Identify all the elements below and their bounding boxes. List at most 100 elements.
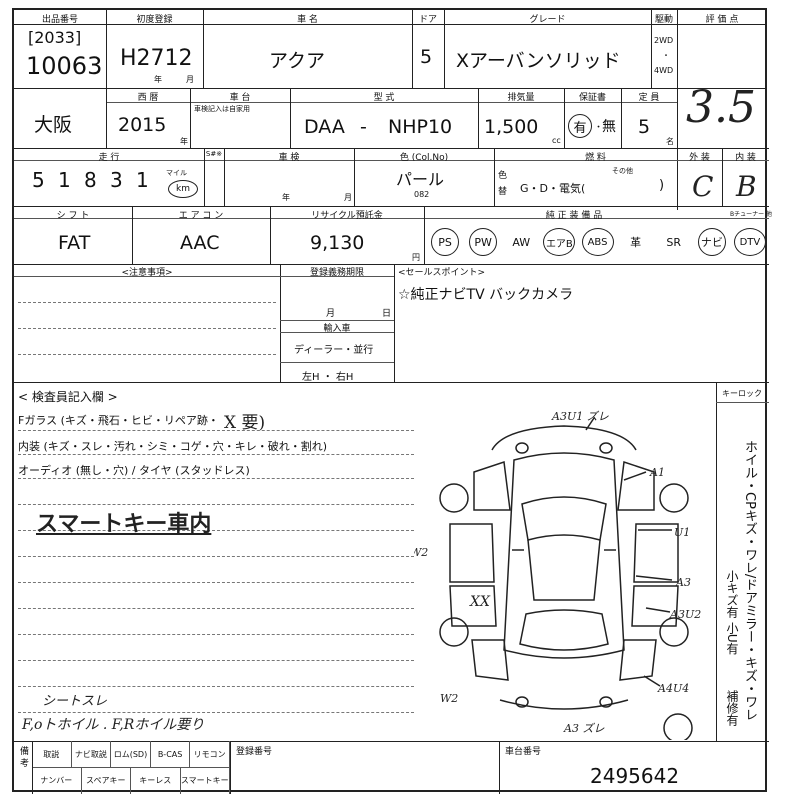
left-front-wheel <box>439 483 469 513</box>
mark-w2-bottom: W2 <box>440 692 458 705</box>
rear-bumper <box>499 699 629 710</box>
right-rear-wheel <box>659 617 689 647</box>
capacity: 5 <box>638 116 651 138</box>
mark-a3u1: A3U1 ズレ <box>551 410 609 423</box>
ac-value: AAC <box>180 232 220 254</box>
mark-xx: XX <box>469 594 491 610</box>
right-rear-door <box>631 585 679 627</box>
grade-label: グレード <box>529 15 566 25</box>
front-bumper <box>491 425 637 451</box>
footer-item: ナビ取説 <box>72 741 112 767</box>
glass-repair-mark: X 要) <box>224 413 266 433</box>
drive-label: 駆動 <box>654 15 673 25</box>
equipment-item: ABS <box>581 228 614 256</box>
rear-window <box>519 609 609 651</box>
row1-bottom-line <box>14 88 765 89</box>
chassis-no-label: 車台番号 <box>505 747 542 757</box>
footer-items-row2: ナンバースペアキーキーレススマートキー <box>32 767 230 794</box>
right-front-fender <box>617 460 655 511</box>
recycle-value: 9,130 <box>310 232 365 254</box>
sales-point: ☆純正ナビTV バックカメラ <box>398 287 574 303</box>
equipment-item: DTV <box>733 228 766 256</box>
left-rear-wheel <box>439 617 469 647</box>
equipment-item: エアB <box>543 228 576 256</box>
color-value: パール <box>396 170 445 189</box>
footer-item: スペアキー <box>82 767 131 794</box>
listing-no: 10063 <box>26 52 103 80</box>
inspection-title: < 検査員記入欄 > <box>18 390 118 404</box>
grade-value: Xアーバンソリッド <box>456 50 621 72</box>
sales-point-label: <セールスポイント> <box>398 268 486 278</box>
car-body <box>503 452 625 659</box>
spare-wheel <box>663 713 693 740</box>
left-front-door <box>449 523 495 583</box>
door-value: 5 <box>420 46 433 68</box>
repair-note: 補修有 <box>725 690 739 726</box>
mark-a1: A1 <box>649 466 665 479</box>
footer-item: 取説 <box>32 741 72 767</box>
score-label: 評 価 点 <box>705 15 739 25</box>
footer-item: B-CAS <box>151 741 191 767</box>
left-rear-fender <box>471 639 509 681</box>
listing-no-bracket: [2033] <box>28 28 82 47</box>
exterior-grade: C <box>692 170 714 203</box>
type-value: NHP10 <box>388 116 453 138</box>
shift-value: FAT <box>58 232 91 254</box>
small-scratch-note: 小キズ有 小U有 <box>725 570 739 655</box>
displacement: 1,500 <box>484 116 539 138</box>
caution-label: <注意事項> <box>121 268 173 278</box>
footer-item: リモコン <box>190 741 230 767</box>
right-rear-fender <box>619 639 657 681</box>
steering-side: 左H ・ 右H <box>302 372 354 383</box>
notes-label: 備 考 <box>18 746 28 767</box>
car-name-label: 車 名 <box>297 15 318 25</box>
mark-a3-bottom: A3 ズレ <box>563 722 604 735</box>
row1-header-line <box>14 24 765 25</box>
fuel-options: G・D・電気( <box>520 182 586 195</box>
region: 大阪 <box>34 114 73 136</box>
footer-item: スマートキー <box>181 767 230 794</box>
mark-a3u2: A3U2 <box>669 608 701 621</box>
equipment-item: PW <box>469 228 498 256</box>
seat-wear-note: シートスレ <box>42 694 108 709</box>
km-unit-circled: km <box>168 180 198 198</box>
footer-item: キーレス <box>131 767 181 794</box>
mileage-digit: 1 <box>58 168 71 192</box>
wheel-mirror-note: ホイル・CPキズ・ワレ/ドアミラー・キズ・ワレ <box>742 440 757 722</box>
wheel-note: F,oトホイル . F,Rホイル要り <box>22 717 205 733</box>
listing-no-label: 出品番号 <box>41 15 78 25</box>
equipment-item: ナビ <box>697 228 726 256</box>
equipment-item: SR <box>666 235 682 249</box>
first-reg-value: H2712 <box>120 46 193 71</box>
mark-w2-left: W2 <box>414 546 428 559</box>
keylock-label: キーロック <box>722 389 762 398</box>
mark-a3-right: A3 <box>675 576 691 589</box>
mileage-digit: 8 <box>84 168 97 192</box>
score-value: 3.5 <box>686 82 756 133</box>
footer-item: ナンバー <box>32 767 82 794</box>
model-year: 2015 <box>118 114 167 136</box>
right-front-wheel <box>659 483 689 513</box>
auction-sheet: 出品番号 [2033] 10063 初度登録 H2712 年 月 車 名 アクア… <box>12 8 772 794</box>
door-label: ドア <box>418 15 437 25</box>
windshield <box>521 496 607 541</box>
car-name: アクア <box>269 50 326 72</box>
mark-u1: U1 <box>674 526 690 539</box>
mileage-digit: 3 <box>110 168 123 192</box>
left-rear-door <box>449 585 497 627</box>
type-prefix: DAA <box>304 116 345 138</box>
chassis-no: 2495642 <box>590 764 680 788</box>
mark-a4u4: A4U4 <box>657 682 689 695</box>
reg-no-label: 登録番号 <box>236 747 273 757</box>
footer-item: ロム(SD) <box>111 741 151 767</box>
right-front-door <box>633 523 679 583</box>
first-reg-label: 初度登録 <box>136 15 173 25</box>
equipment-item: AW <box>512 235 531 249</box>
equipment-item: PS <box>431 228 460 256</box>
warranty-yes-circled: 有 <box>568 114 592 138</box>
mileage-digit: 5 <box>32 168 45 192</box>
interior-grade: B <box>736 170 757 203</box>
smart-key-note: スマートキー車内 <box>36 511 212 537</box>
